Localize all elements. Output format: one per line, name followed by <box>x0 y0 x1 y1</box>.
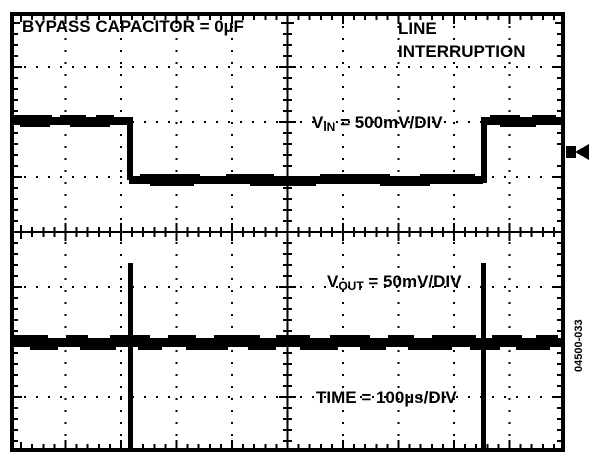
trigger-level-marker <box>566 144 589 160</box>
line-interruption-label: LINE INTERRUPTION <box>398 17 558 63</box>
vin-subscript: IN <box>323 120 336 134</box>
vin-prefix: V <box>312 113 324 132</box>
vout-value: = 50mV/DIV <box>363 272 462 291</box>
vin-scale-label: VIN = 500mV/DIV <box>312 113 443 134</box>
graticule-frame <box>10 12 565 452</box>
vout-prefix: V <box>327 272 339 291</box>
vout-scale-label: VOUT = 50mV/DIV <box>327 272 462 293</box>
vin-value: = 500mV/DIV <box>335 113 443 132</box>
vout-subscript: OUT <box>338 279 364 293</box>
line-interruption-line2: INTERRUPTION <box>398 42 526 61</box>
bypass-capacitor-label: BYPASS CAPACITOR = 0µF <box>22 17 244 36</box>
line-interruption-line1: LINE <box>398 19 437 38</box>
time-scale-label: TIME = 100µs/DIV <box>316 388 457 407</box>
figure-id-label: 04500-033 <box>573 319 585 372</box>
